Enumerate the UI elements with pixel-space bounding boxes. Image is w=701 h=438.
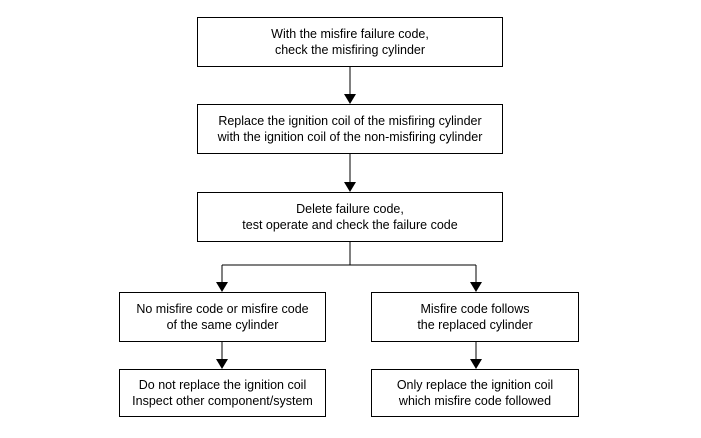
step-text: With the misfire failure code, check the… [271, 27, 429, 57]
step-text: Only replace the ignition coil which mis… [396, 378, 554, 408]
step-check-misfiring-cylinder: With the misfire failure code, check the… [197, 17, 503, 67]
action-inspect-other: Do not replace the ignition coil Inspect… [119, 369, 326, 417]
result-same-cylinder: No misfire code or misfire code of the s… [119, 292, 326, 342]
step-swap-ignition-coil: Replace the ignition coil of the misfiri… [197, 104, 503, 154]
action-replace-coil: Only replace the ignition coil which mis… [371, 369, 579, 417]
step-text: Delete failure code, test operate and ch… [242, 202, 458, 232]
step-text: Replace the ignition coil of the misfiri… [217, 114, 483, 144]
step-text: Do not replace the ignition coil Inspect… [132, 378, 313, 408]
result-follows-cylinder: Misfire code follows the replaced cylind… [371, 292, 579, 342]
step-delete-and-test: Delete failure code, test operate and ch… [197, 192, 503, 242]
step-text: No misfire code or misfire code of the s… [136, 302, 309, 332]
step-text: Misfire code follows the replaced cylind… [417, 302, 533, 332]
